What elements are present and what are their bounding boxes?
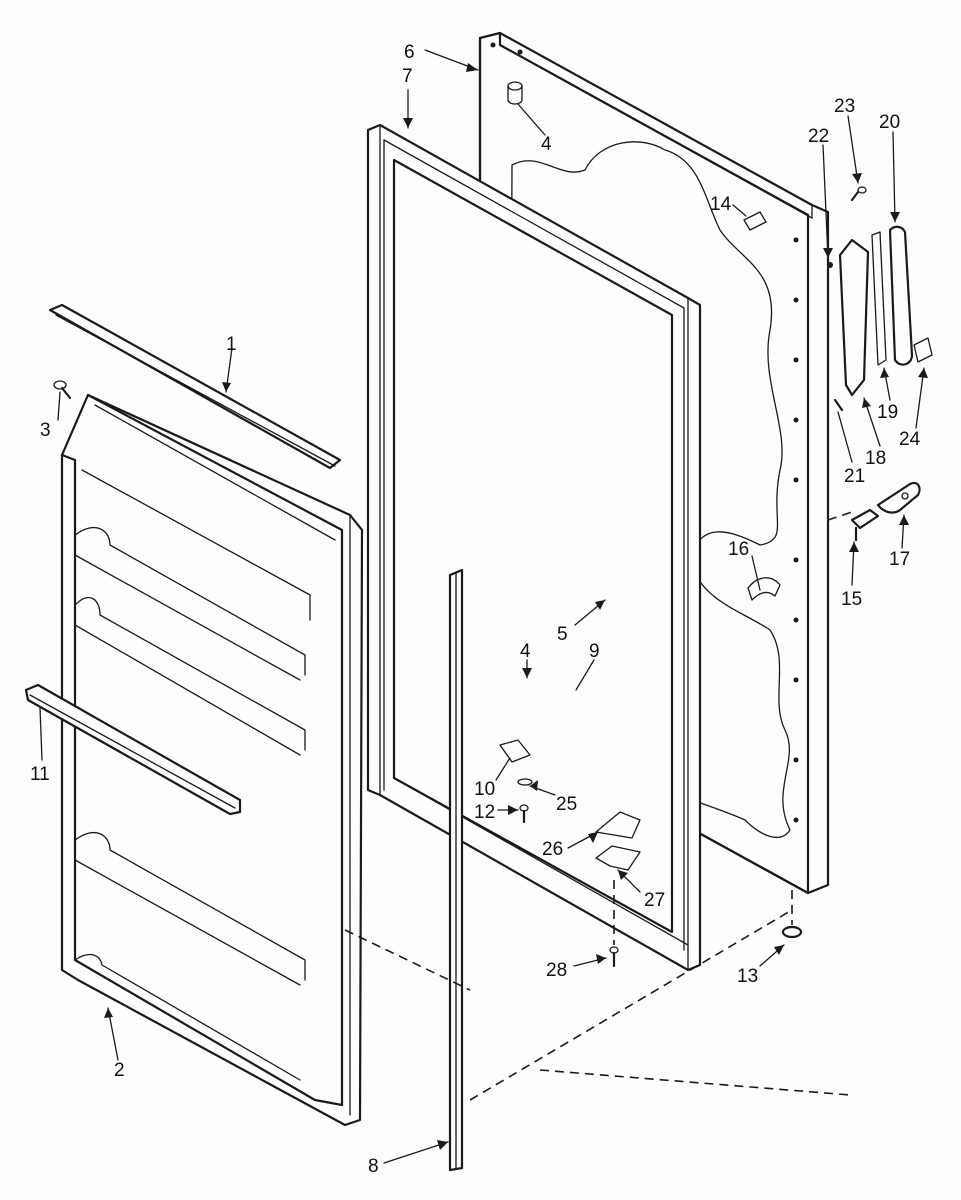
leader-lines [39,49,928,1164]
screw-part-12 [519,804,529,824]
callout-8: 8 [368,1156,379,1177]
callout-1: 1 [226,334,237,355]
callout-16: 16 [728,539,749,560]
handle-insert-part-19 [871,231,887,366]
hinge-plate-part-10 [499,739,531,763]
callout-15: 15 [841,589,862,610]
callout-14: 14 [710,194,732,215]
hinge-cover-part-26 [595,811,641,839]
callout-7: 7 [402,66,413,87]
end-cap-part-24 [913,337,933,363]
assembly-lines [344,511,853,1101]
washer-part-25 [517,778,533,786]
callout-28: 28 [546,960,567,981]
hinge-part-27 [595,845,641,871]
callout-21: 21 [844,466,865,487]
handle-trim-part-20 [888,225,914,366]
callout-17: 17 [889,549,910,570]
callout-6: 6 [404,42,415,63]
callout-4-top: 4 [541,134,552,155]
foot-part-13 [781,925,803,939]
callout-4-bottom: 4 [520,641,531,662]
screw-part-23 [850,186,867,202]
callout-19: 19 [877,402,898,423]
callout-3: 3 [40,420,51,441]
callout-23: 23 [834,96,855,117]
callout-labels: 1 2 3 4 4 5 6 7 8 9 10 11 12 13 14 15 16… [30,42,921,1177]
latch-part-16 [747,577,781,601]
callout-24: 24 [899,429,921,450]
callout-25: 25 [556,794,577,815]
callout-27: 27 [644,890,665,911]
lock-cylinder-part-15 [850,508,880,542]
screw-part-28 [609,946,619,968]
bracket-part-14 [743,211,767,231]
callout-11: 11 [30,764,50,785]
callout-26: 26 [542,839,563,860]
flange-holes [490,42,799,823]
callout-10: 10 [474,779,495,800]
callout-18: 18 [865,448,886,469]
screw-part-21 [833,398,844,412]
inner-door-liner [60,393,364,1127]
callout-9: 9 [589,641,600,662]
clip-part-22 [827,262,833,268]
callout-13: 13 [737,966,758,987]
callout-20: 20 [879,112,900,133]
hinge-bushing-top [507,81,523,105]
vertical-trim-strip [448,568,464,1172]
callout-2: 2 [114,1060,125,1081]
callout-12: 12 [474,802,495,823]
shelf-bar [24,683,242,816]
handle-part-18 [838,238,870,397]
callout-22: 22 [808,126,829,147]
top-trim-strip [48,303,342,470]
lock-key-part-17 [876,481,921,514]
screw-part-3 [53,380,72,400]
callout-5: 5 [557,624,568,645]
